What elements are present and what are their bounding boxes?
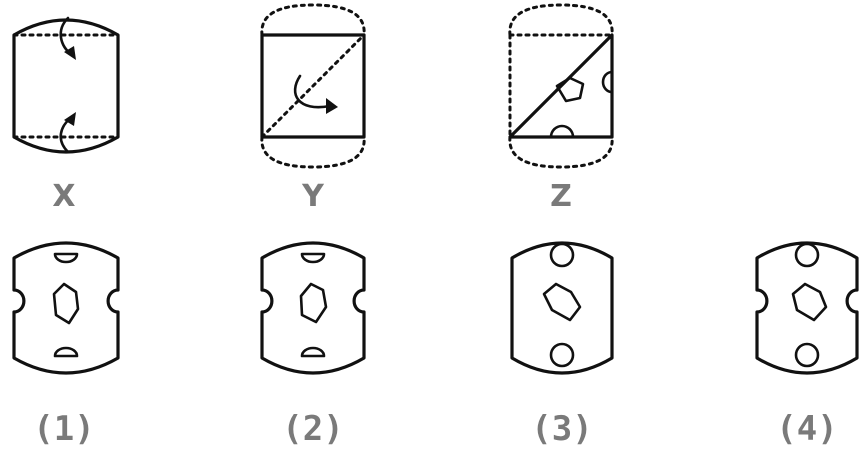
half-circle-hole-bottom [300,346,326,358]
triangle-folded-paper [508,33,614,139]
hexagon-hole [52,282,80,325]
paper-sheet-outline [12,18,120,154]
half-circle-hole-top [53,252,79,264]
option-4-figure [755,241,859,375]
folded-top-outline [260,3,366,37]
step-z-figure [508,3,614,169]
hexagon-hole [299,282,328,324]
unfolded-sheet [12,241,120,375]
option-2-figure [260,241,366,375]
folded-bottom-outline [260,135,366,169]
circle-hole-top [794,242,820,268]
hexagon-hole [791,282,828,322]
diagonal-fold-line [260,33,366,139]
option-3-figure [510,241,614,375]
circle-hole-bottom [549,342,575,368]
step-x-figure [12,16,120,154]
punched-hexagon-hole [555,76,585,103]
folded-square [260,33,366,139]
option-1-figure [12,241,120,375]
punched-half-circle-bottom [549,124,575,139]
circle-hole-bottom [794,342,820,368]
unfolded-sheet [260,241,366,375]
hexagon-hole [542,282,582,322]
option-3-label: (3) [531,409,592,449]
diagonal-fold-arrow-icon [293,74,332,109]
unfolded-sheet [755,241,859,375]
half-circle-hole-top [300,252,326,264]
unfolded-sheet [510,241,614,375]
option-1-label: (1) [33,409,94,449]
step-x-label: X [52,179,75,214]
option-4-label: (4) [776,409,837,449]
option-2-label: (2) [282,409,343,449]
punched-half-circle-edge [601,70,614,94]
half-circle-hole-bottom [53,346,79,358]
circle-hole-top [549,242,575,268]
step-z-label: Z [550,179,572,214]
step-y-label: Y [301,179,325,214]
step-y-figure [260,3,366,169]
